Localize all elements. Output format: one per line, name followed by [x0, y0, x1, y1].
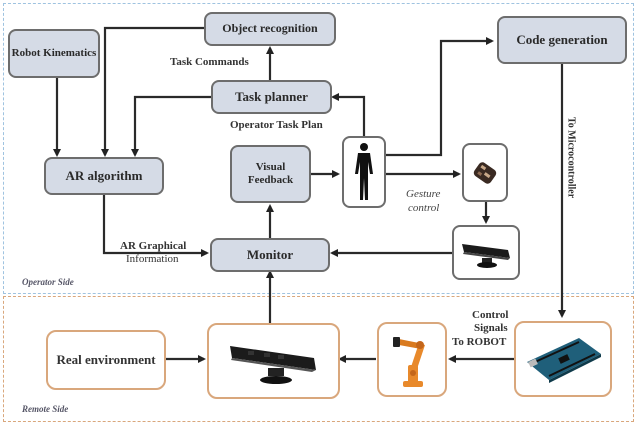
ar-graphical-label-2: Information [126, 253, 179, 265]
operator-side-label: Operator Side [22, 277, 74, 287]
gesture-sensor-icon [473, 161, 497, 184]
gesture-device-box [462, 143, 508, 202]
gesture-label-2: control [408, 202, 440, 214]
remote-camera-box [207, 323, 340, 399]
operator-task-plan-label: Operator Task Plan [230, 119, 323, 131]
microcontroller-board-icon [527, 338, 601, 383]
edge-human-codegen [386, 37, 494, 157]
task-commands-label: Task Commands [170, 56, 249, 68]
human-operator-icon [355, 143, 373, 200]
edge-human-planner [331, 93, 366, 136]
depth-camera-icon [229, 346, 316, 384]
robot-arm-icon [393, 336, 425, 387]
code-generation-box: Code generation [497, 16, 627, 64]
kinect-operator-box [452, 225, 520, 280]
ar-algorithm-box: AR algorithm [44, 157, 164, 195]
real-environment-box: Real environment [46, 330, 166, 390]
control-signals-label-3: To ROBOT [452, 336, 507, 348]
edge-ar-monitor [102, 195, 209, 257]
task-planner-box: Task planner [211, 80, 332, 114]
remote-side-label: Remote Side [22, 404, 69, 414]
robot-kinematics-box: Robot Kinematics [8, 29, 100, 78]
microcontroller-box [514, 321, 612, 397]
control-signals-label-1: Control [472, 309, 509, 321]
operator-side-region [3, 3, 634, 294]
human-operator-box [342, 136, 386, 208]
to-microcontroller-label: To Microcontroller [565, 117, 577, 199]
control-signals-label-2: Signals [474, 322, 508, 334]
robot-arm-box [377, 322, 447, 397]
object-recognition-box: Object recognition [204, 12, 336, 46]
monitor-box: Monitor [210, 238, 330, 272]
remote-side-region [3, 296, 634, 422]
visual-feedback-box: Visual Feedback [230, 145, 311, 203]
edge-objrec-ar [101, 26, 204, 157]
ar-graphical-label-1: AR Graphical [120, 240, 187, 252]
gesture-label-1: Gesture [406, 188, 441, 200]
edge-planner-ar [131, 95, 211, 157]
depth-camera-icon [462, 243, 510, 268]
